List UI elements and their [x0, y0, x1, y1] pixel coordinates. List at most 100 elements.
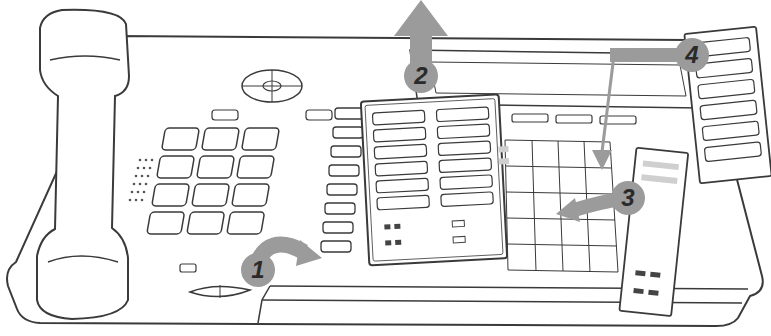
- handset-edge: [50, 56, 120, 60]
- icon: [452, 220, 464, 227]
- grille-dot: [141, 199, 144, 202]
- card-slot: [438, 141, 491, 156]
- icon: [453, 236, 465, 243]
- line-key: [323, 222, 353, 233]
- arrow-head: [592, 150, 612, 170]
- card-slot: [376, 178, 429, 193]
- dial-key: [237, 156, 275, 178]
- arrow-line: [602, 55, 614, 152]
- card-outline: [619, 148, 688, 317]
- line-key: [333, 127, 363, 138]
- grille-dot: [133, 183, 136, 186]
- dial-key: [157, 156, 195, 178]
- display-window: [430, 62, 686, 96]
- grille-dot: [131, 191, 134, 194]
- display-keys: [512, 114, 636, 124]
- line-key: [329, 165, 359, 176]
- arrow-head: [394, 0, 448, 36]
- grille-dot: [149, 167, 152, 170]
- grille-dot: [143, 167, 146, 170]
- card-slot: [437, 124, 490, 139]
- icon: [635, 270, 645, 276]
- card-slots: [372, 107, 493, 210]
- card-slot: [441, 192, 494, 207]
- icon: [650, 272, 660, 278]
- nav-cluster: [242, 70, 302, 102]
- card-slot: [702, 121, 759, 141]
- handset-edge: [48, 256, 118, 262]
- volume-divider: [220, 285, 221, 298]
- narrow-card: [619, 148, 688, 317]
- body-edge: [258, 286, 270, 323]
- icon: [648, 290, 658, 296]
- callout-number: 3: [621, 186, 634, 210]
- card-slot: [700, 100, 757, 120]
- small-key: [180, 264, 196, 272]
- soft-key: [306, 110, 332, 120]
- shade-bar: [499, 158, 509, 165]
- card-bar: [643, 160, 679, 170]
- dial-key: [192, 184, 230, 206]
- grille-dot: [139, 183, 142, 186]
- card-slot: [374, 144, 427, 159]
- card-slot: [436, 107, 489, 122]
- card-slot: [375, 161, 428, 176]
- side-card: [684, 27, 771, 184]
- card-slot: [440, 175, 493, 190]
- display-key: [556, 115, 592, 123]
- shade-bar: [498, 146, 508, 153]
- grille-dot: [145, 159, 148, 162]
- grille-dot: [151, 159, 154, 162]
- grille-dot: [137, 167, 140, 170]
- grille-dot: [129, 199, 132, 202]
- callout-number: 1: [251, 258, 264, 282]
- card-shading: [498, 146, 509, 164]
- card-slot: [439, 158, 492, 173]
- card-slot: [698, 79, 755, 99]
- icon: [394, 224, 400, 229]
- line-key: [321, 241, 351, 252]
- handset: [37, 10, 129, 319]
- keypad: [147, 128, 280, 234]
- callout-circle: 2: [404, 59, 438, 93]
- nav-divider: [242, 70, 302, 102]
- dial-key: [227, 212, 265, 234]
- speaker-grille: [129, 159, 154, 202]
- line-key: [325, 203, 355, 214]
- display-key: [512, 114, 548, 122]
- dial-key: [232, 184, 270, 206]
- icon: [384, 224, 390, 229]
- card-slot: [373, 127, 426, 142]
- card-inner: [365, 99, 503, 262]
- dial-key: [187, 212, 225, 234]
- body-edge: [270, 286, 748, 289]
- dial-key: [152, 184, 190, 206]
- dial-key: [202, 128, 240, 150]
- callout-number: 4: [685, 43, 698, 67]
- dial-key: [147, 212, 185, 234]
- card-bar: [641, 174, 677, 184]
- card-outline: [684, 27, 771, 184]
- icon: [385, 240, 391, 245]
- label-card: [361, 94, 514, 265]
- grille-dot: [145, 183, 148, 186]
- card-icons: [384, 220, 465, 246]
- card-slot: [372, 110, 425, 125]
- icon: [395, 240, 401, 245]
- dial-key: [162, 128, 200, 150]
- line-key: [331, 146, 361, 157]
- callout-circle: 4: [675, 38, 709, 72]
- arrows: [296, 0, 688, 266]
- grille-dot: [141, 175, 144, 178]
- card-slot: [704, 142, 761, 162]
- grille-dot: [137, 191, 140, 194]
- grille-dot: [135, 199, 138, 202]
- grille-dot: [147, 175, 150, 178]
- callout-number: 2: [414, 64, 427, 88]
- grille-dot: [139, 159, 142, 162]
- card-outline: [361, 94, 507, 265]
- card-slot: [377, 195, 430, 210]
